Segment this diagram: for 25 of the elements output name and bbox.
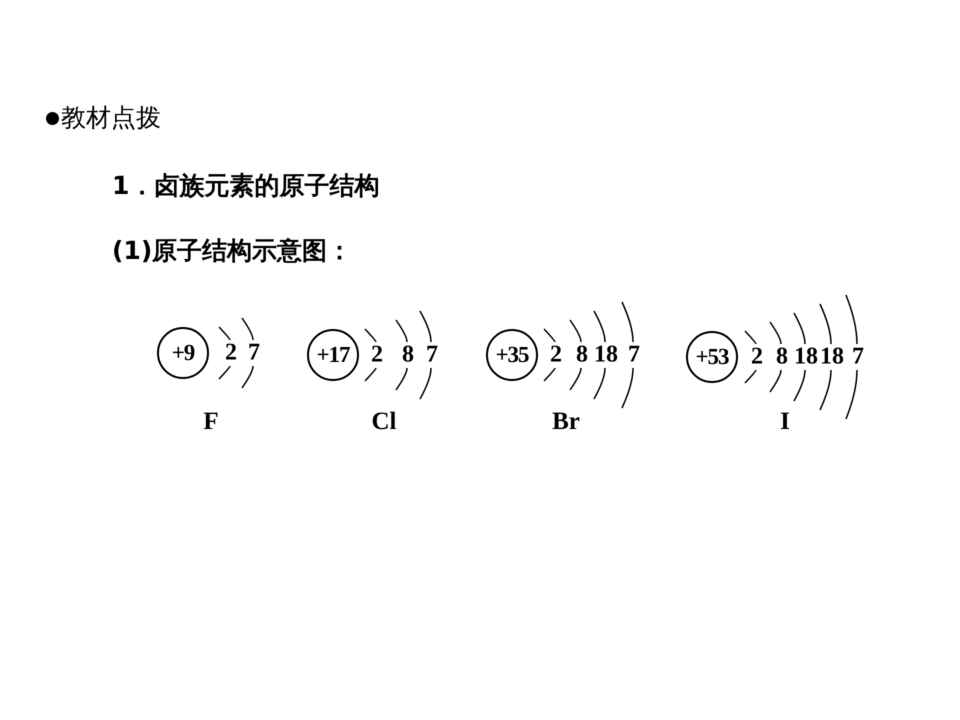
electron-count: 18	[820, 344, 844, 370]
numbered-heading: 1．卤族元素的原子结构	[112, 170, 380, 202]
nucleus-circle: +9	[157, 327, 209, 379]
electron-count: 18	[794, 344, 818, 370]
electron-count: 2	[550, 342, 562, 368]
electron-count: 8	[776, 344, 788, 370]
electron-count: 2	[371, 342, 383, 368]
electron-count: 8	[402, 342, 414, 368]
subheading: (1)原子结构示意图：	[112, 235, 352, 267]
electron-count: 2	[225, 340, 237, 366]
element-symbol: F	[203, 408, 219, 436]
electron-count: 8	[576, 342, 588, 368]
nucleus-circle: +35	[486, 329, 538, 381]
section-heading: 教材点拨	[61, 102, 161, 134]
electron-count: 7	[852, 344, 864, 370]
electron-count: 7	[426, 342, 438, 368]
element-symbol: Br	[552, 408, 580, 436]
element-symbol: Cl	[372, 408, 396, 436]
electron-count: 7	[248, 340, 260, 366]
electron-count: 18	[594, 342, 618, 368]
electron-count: 2	[751, 344, 763, 370]
element-symbol: I	[780, 408, 790, 436]
nucleus-circle: +53	[686, 331, 738, 383]
electron-count: 7	[628, 342, 640, 368]
nucleus-circle: +17	[307, 329, 359, 381]
